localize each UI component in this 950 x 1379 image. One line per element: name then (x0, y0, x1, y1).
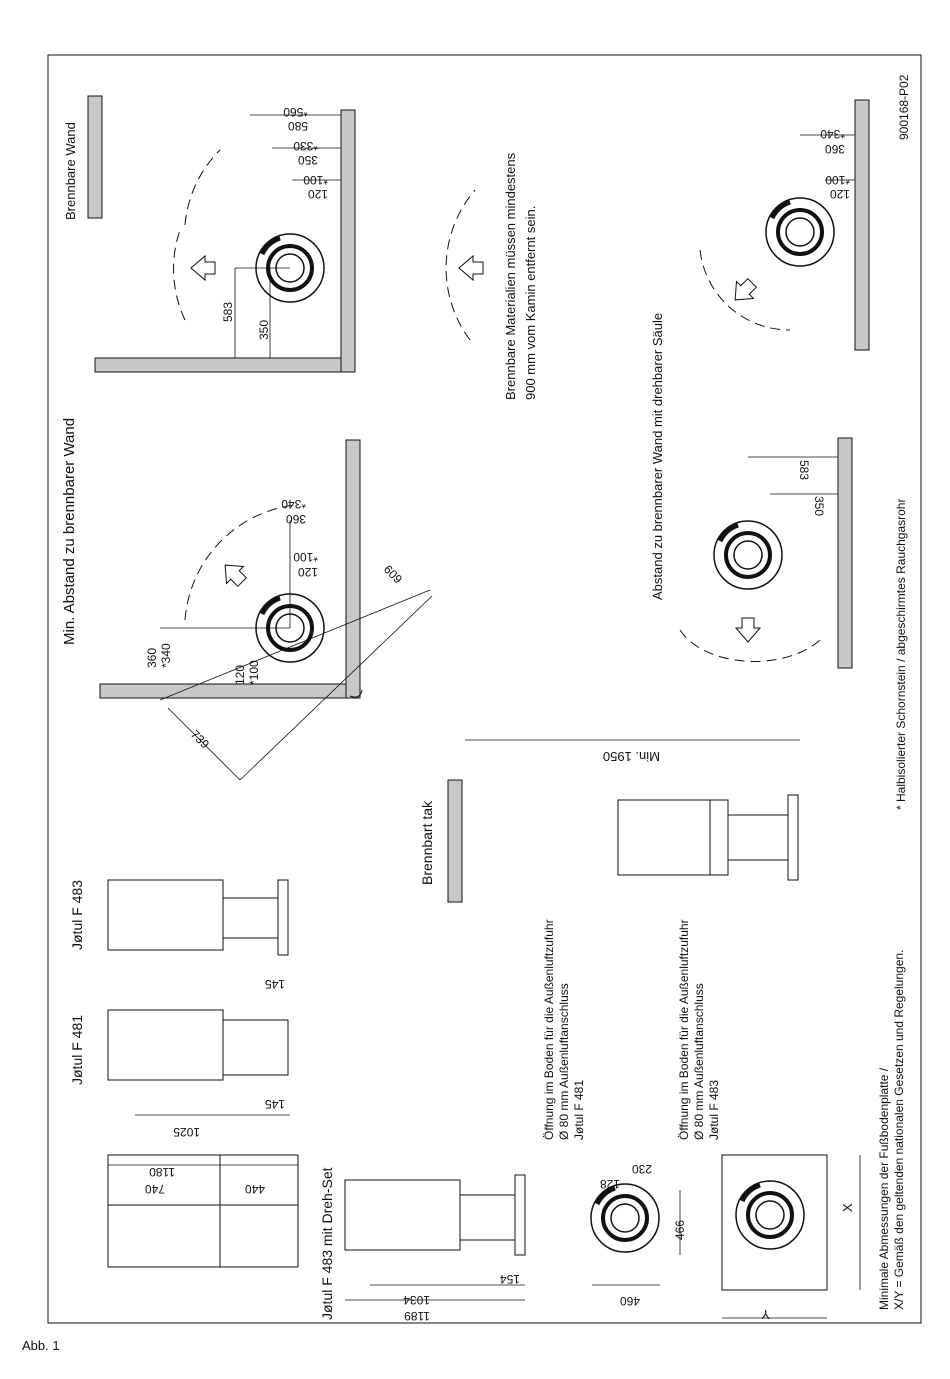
materials-note: Brennbare Materialien müssen mindestens … (445, 152, 538, 400)
title-f483-rotate: Jøtul F 483 mit Dreh-Set (319, 1167, 335, 1320)
dim-label: 1180 (149, 1165, 175, 1179)
dim-label: 350 (812, 496, 826, 516)
dim-label: *100 (247, 660, 261, 685)
opening-f483-line2: Ø 80 mm Außenluftanschluss (692, 983, 706, 1140)
dim-label: 145 (265, 977, 285, 991)
dim-label: 350 (257, 320, 271, 340)
top-view: 230 128 466 460 (591, 1162, 687, 1308)
ceiling-dim: Min. 1950 (603, 749, 660, 764)
opening-f483-line1: Öffnung im Boden für die Außenluftzufuhr (677, 919, 691, 1140)
dim-label: *100 (825, 173, 850, 187)
dim-label: 230 (632, 1162, 652, 1176)
drawing-id: 900168-P02 (897, 74, 911, 140)
rotating-column-installation: 583 350 *340 360 *100 120 (679, 99, 870, 669)
title-f481: Jøtul F 481 (69, 1015, 85, 1085)
f483-side-view: 145 Jøtul F 483 (69, 879, 289, 991)
opening-f481-line1: Öffnung im Boden für die Außenluftzufuhr (542, 919, 556, 1140)
dim-label: 120 (830, 187, 850, 201)
dim-label: 466 (673, 1220, 687, 1240)
dim-label: 739 (188, 727, 212, 751)
footnote: * Halbisolierter Schornstein / abgeschir… (894, 499, 908, 810)
floorplate-note-line2: X/Y = Gemäß den geltenden nationalen Ges… (892, 950, 906, 1310)
dim-label: 154 (500, 1272, 520, 1286)
wall-installation: 583 350 *560 580 *330 350 *100 120 (87, 95, 356, 373)
dim-label: 120 (308, 187, 328, 201)
dim-label: 583 (797, 460, 811, 480)
dim-label: 145 (265, 1097, 285, 1111)
dim-y: Y (761, 1307, 770, 1322)
floorplate-view: X Y (721, 1154, 861, 1322)
title-f483: Jøtul F 483 (69, 880, 85, 950)
f481-side-view: 1025 145 Jøtul F 481 (69, 1009, 290, 1139)
floorplate-note-line1: Minimale Abmessungen der Fußbodenplatte … (877, 1067, 891, 1310)
dim-label: *100 (293, 550, 318, 564)
dim-label: *560 (283, 105, 308, 119)
dim-label: *340 (281, 497, 306, 511)
opening-f481-line2: Ø 80 mm Außenluftanschluss (557, 983, 571, 1140)
ceiling-clearance: Min. 1950 (447, 739, 800, 903)
dim-label: 1189 (404, 1309, 430, 1323)
stove-front-view: 1180 740 440 (107, 1154, 299, 1268)
dim-label: *330 (293, 139, 318, 153)
dim-label: 609 (381, 562, 405, 586)
title-combustible-wall: Brennbare Wand (63, 122, 78, 220)
dim-label: *100 (303, 173, 328, 187)
opening-f483-line3: Jøtul F 483 (707, 1080, 721, 1140)
title-combustible-ceiling: Brennbart tak (419, 800, 435, 885)
title-rotating-column: Abstand zu brennbarer Wand mit drehbarer… (650, 313, 665, 600)
dim-label: 120 (233, 665, 247, 685)
dim-label: 128 (600, 1177, 620, 1191)
dim-label: 460 (620, 1294, 640, 1308)
dim-label: 580 (288, 119, 308, 133)
dim-label: 1034 (403, 1293, 430, 1307)
figure-label: Abb. 1 (22, 1338, 60, 1353)
dim-label: 350 (298, 153, 318, 167)
dim-label: 1025 (173, 1125, 200, 1139)
dim-label: 120 (298, 565, 318, 579)
dim-label: 360 (145, 648, 159, 668)
dim-label: 740 (145, 1182, 165, 1196)
dim-label: 360 (825, 142, 845, 156)
corner-installation: 120 *100 360 *340 739 609 *340 360 *100 … (99, 439, 433, 781)
dim-label: 440 (245, 1182, 265, 1196)
dim-label: 583 (221, 302, 235, 322)
dim-x: X (840, 1203, 855, 1212)
drawing-frame (47, 54, 922, 1324)
dim-label: *340 (159, 643, 173, 668)
dim-label: *340 (820, 127, 845, 141)
dim-label: 360 (286, 512, 306, 526)
title-min-distance: Min. Abstand zu brennbarer Wand (61, 418, 78, 645)
opening-f481-line3: Jøtul F 481 (572, 1080, 586, 1140)
materials-line1: Brennbare Materialien müssen mindestens (503, 152, 518, 400)
f483-rotate-view: 1189 1034 154 Jøtul F 483 mit Dreh-Set (319, 1167, 526, 1323)
materials-line2: 900 mm vom Kamin entfernt sein. (523, 206, 538, 400)
